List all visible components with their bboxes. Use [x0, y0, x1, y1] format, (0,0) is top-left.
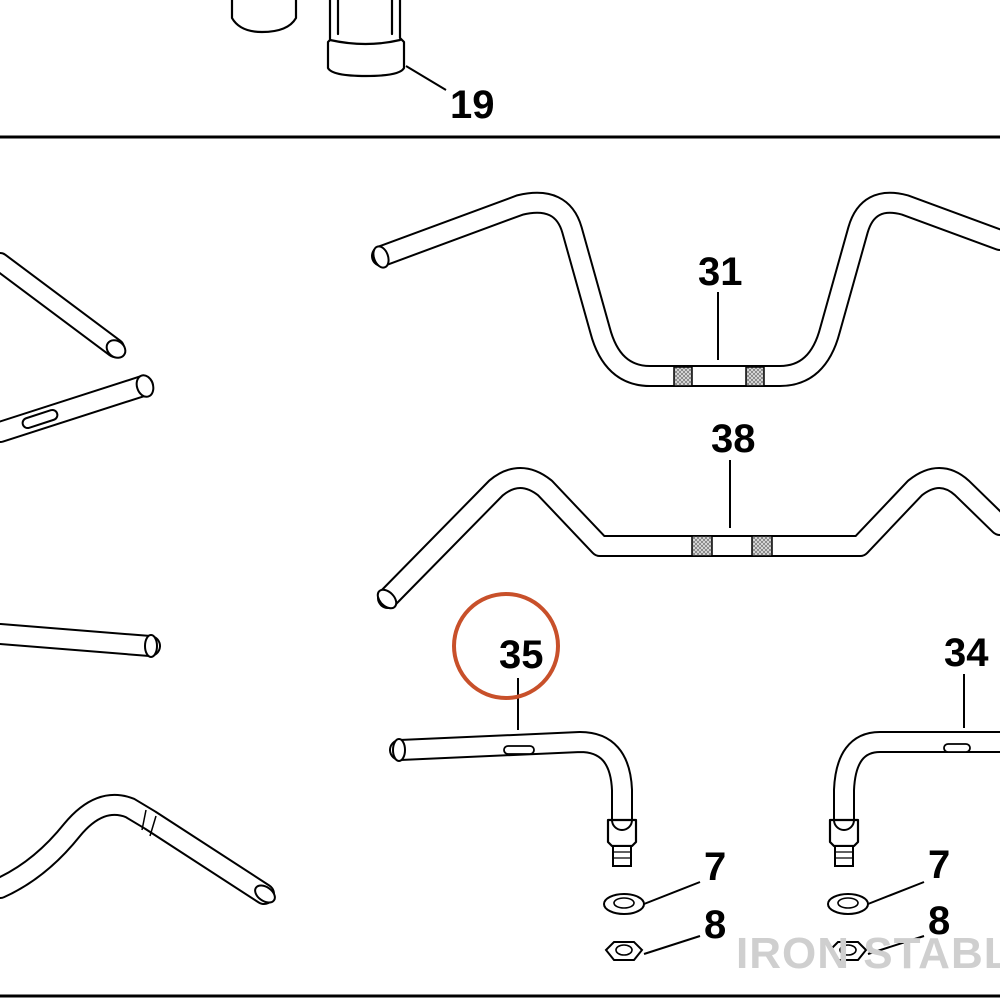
handlebar-35: [389, 731, 638, 867]
callout-31: 31: [698, 250, 743, 294]
callout-8-left: 8: [704, 903, 726, 947]
callout-34: 34: [944, 631, 989, 675]
left-handlebar-riser: [0, 374, 155, 443]
nut-8-right: [828, 941, 868, 961]
callout-19: 19: [450, 83, 495, 127]
washer-7-right: [827, 893, 869, 915]
left-handlebar-upper: [0, 252, 127, 359]
callout-38: 38: [711, 417, 756, 461]
leader-7-right: [867, 881, 925, 905]
highlight-circle-35: [452, 592, 560, 700]
left-handlebar-straight: [0, 623, 161, 658]
leader-8-right: [867, 935, 925, 955]
handlebar-34: [828, 731, 1000, 867]
handlebar-31: [371, 191, 1000, 387]
callout-8-right: 8: [928, 899, 950, 943]
nut-8-left: [604, 941, 644, 961]
leader-7-left: [643, 881, 701, 905]
callout-7-right: 7: [928, 843, 950, 887]
callout-35: 35: [499, 633, 544, 677]
callout-7-left: 7: [704, 845, 726, 889]
left-handlebar-lower: [0, 793, 276, 905]
leader-19: [405, 65, 447, 91]
leader-8-left: [643, 935, 701, 955]
handlebar-38: [376, 467, 1000, 610]
part-19-drawing: [230, 0, 406, 78]
watermark: IRON STABLE S: [736, 929, 1000, 978]
washer-7-left: [603, 893, 645, 915]
